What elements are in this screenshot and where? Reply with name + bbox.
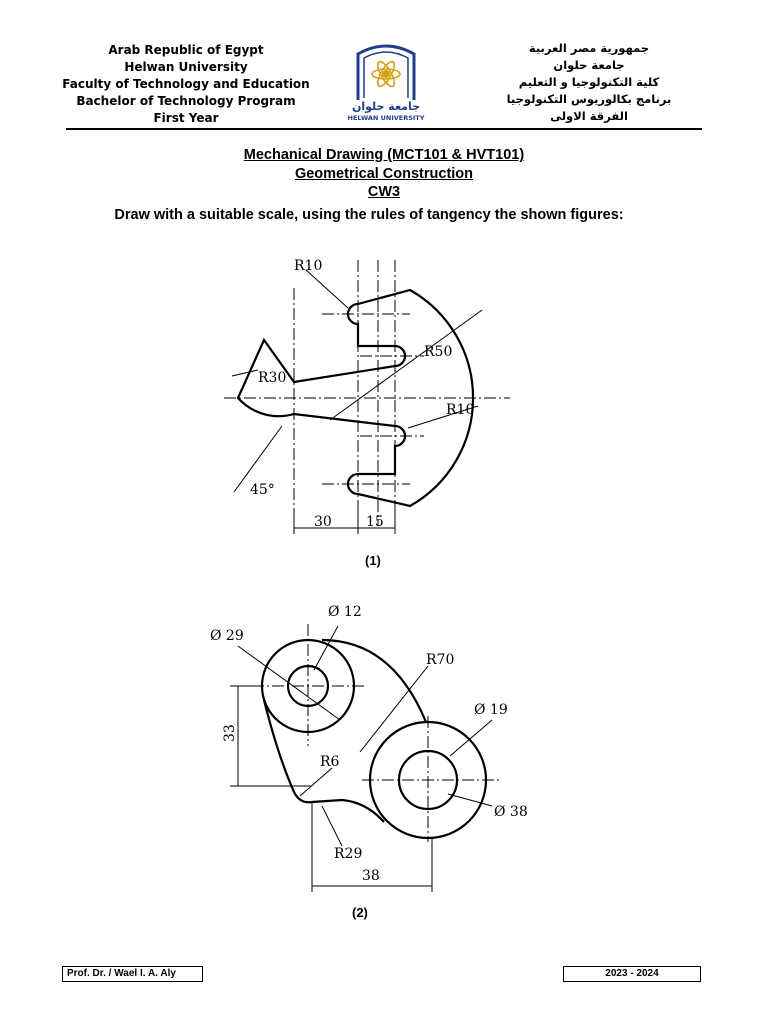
header-line-faculty-ar: كلية التكنولوجيا و التعليم (518, 75, 660, 89)
dim-38: 38 (362, 868, 380, 884)
course-title: Mechanical Drawing (MCT101 & HVT101) (243, 147, 525, 163)
dim-30: 30 (314, 514, 332, 530)
header-line-university: Helwan University (124, 60, 248, 74)
header-line-program-ar: برنامج بكالوريوس التكنولوجيا (506, 92, 672, 106)
figure-1-drawing: R10 R50 R30 R10 45° 30 15 (224, 258, 510, 534)
dim-r10-top: R10 (294, 258, 322, 274)
figure-1-label: (1) (365, 553, 381, 568)
figure-2-drawing: Ø 12 Ø 29 R70 Ø 19 33 R6 Ø 38 R29 38 (210, 604, 528, 892)
instruction-text: Draw with a suitable scale, using the ru… (114, 207, 624, 223)
dim-r50: R50 (424, 344, 452, 360)
exercise-code: CW3 (367, 184, 401, 200)
dim-r29: R29 (334, 846, 362, 862)
header-english: Arab Republic of Egypt Helwan University… (62, 42, 310, 127)
author-box: Prof. Dr. / Wael I. A. Aly (62, 966, 203, 982)
header-arabic: جمهورية مصر العربية جامعة حلوان كلية الت… (500, 40, 678, 125)
dim-diameter-29: Ø 29 (210, 628, 244, 644)
header-line-university-ar: جامعة حلوان (553, 58, 625, 72)
dim-r10-right: R10 (446, 402, 474, 418)
dim-r30: R30 (258, 370, 286, 386)
header-line-country: Arab Republic of Egypt (108, 43, 264, 57)
dim-33: 33 (222, 724, 238, 742)
year-box: 2023 - 2024 (563, 966, 701, 982)
figure-2-label: (2) (352, 905, 368, 920)
header-line-faculty: Faculty of Technology and Education (62, 77, 310, 91)
header-line-country-ar: جمهورية مصر العربية (528, 41, 650, 55)
dim-angle-45: 45° (250, 482, 275, 498)
dim-r6: R6 (320, 754, 340, 770)
dim-diameter-38: Ø 38 (494, 804, 528, 820)
logo-arabic-text: جامعة حلوان (352, 100, 420, 113)
header-line-year-ar: الفرقة الاولى (550, 109, 628, 123)
header-divider (66, 128, 702, 130)
dim-diameter-12: Ø 12 (328, 604, 362, 620)
logo-english-text: HELWAN UNIVERSITY (348, 114, 425, 122)
dim-diameter-19: Ø 19 (474, 702, 508, 718)
dim-r70: R70 (426, 652, 454, 668)
header-line-program: Bachelor of Technology Program (76, 94, 296, 108)
topic-title: Geometrical Construction (294, 165, 474, 182)
helwan-university-logo-icon: جامعة حلوان HELWAN UNIVERSITY (348, 44, 425, 122)
title-block: Mechanical Drawing (MCT101 & HVT101) Geo… (0, 146, 768, 202)
dim-15: 15 (366, 514, 384, 530)
header-line-year: First Year (153, 111, 219, 125)
